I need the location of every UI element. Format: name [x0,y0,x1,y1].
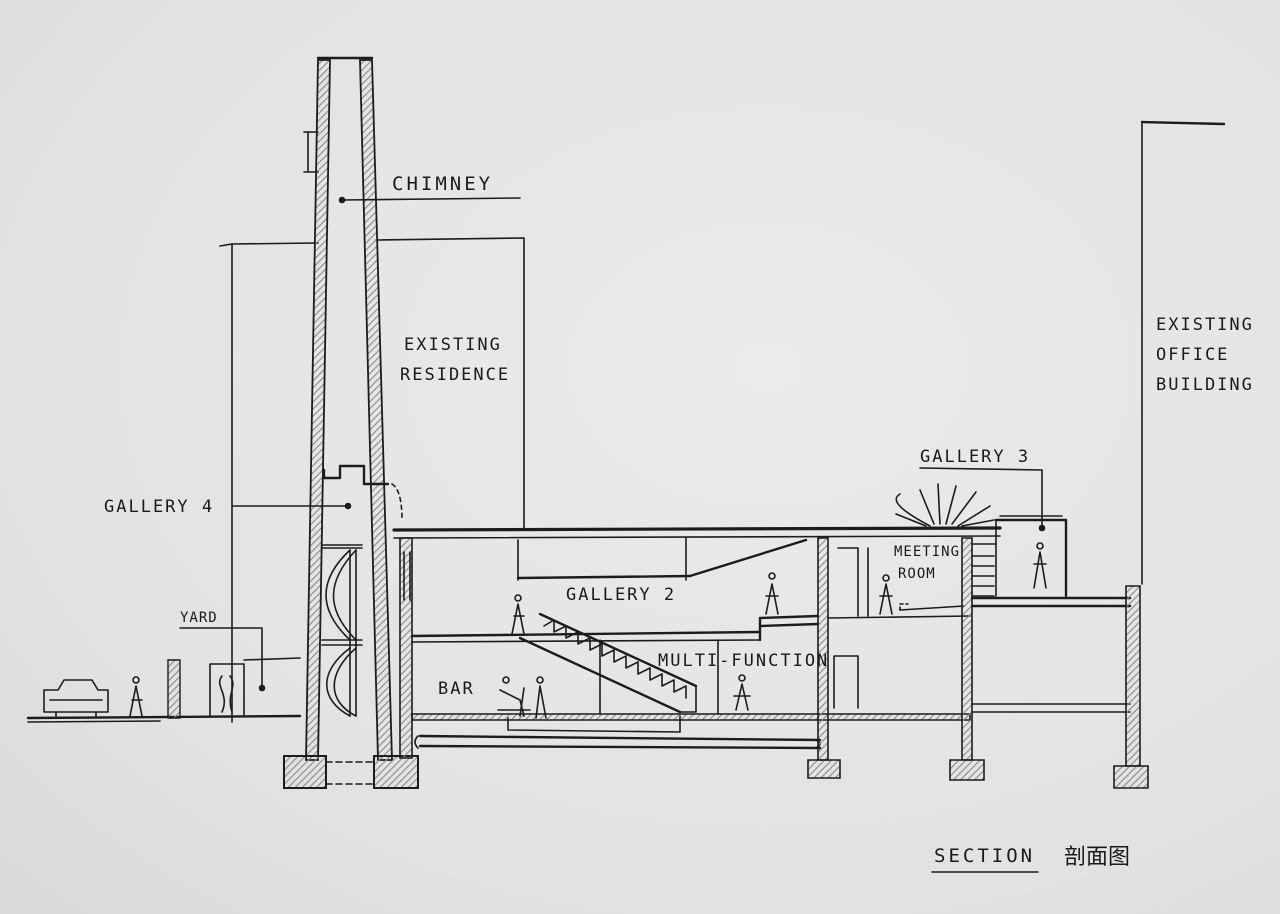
label-gallery-3: GALLERY 3 [920,447,1030,467]
label-meeting-1: MEETING [894,544,960,560]
label-yard: YARD [180,610,218,626]
label-existing-residence-2: RESIDENCE [400,365,510,385]
existing-office-outline [1113,120,1226,789]
label-existing-office-3: BUILDING [1156,375,1254,395]
label-existing-office-2: OFFICE [1156,345,1229,365]
label-multi-function: MULTI-FUNCTION [658,651,829,671]
ground-line [26,714,302,723]
leader-lines [179,196,1046,873]
label-meeting-2: ROOM [898,566,936,582]
label-bar: BAR [438,679,475,699]
main-building [392,526,1002,781]
existing-residence-outline [219,237,525,723]
label-gallery-4: GALLERY 4 [104,497,214,517]
label-existing-residence-1: EXISTING [404,335,502,355]
gallery-3-pavilion [895,483,1132,713]
label-gallery-2: GALLERY 2 [566,585,676,605]
caption-chinese: 剖面图 [1064,845,1130,870]
chimney [283,56,419,789]
people [129,542,1047,719]
caption-title: SECTION [934,845,1035,867]
label-existing-office-1: EXISTING [1156,315,1254,335]
yard-features [167,657,301,719]
label-chimney: CHIMNEY [392,173,493,195]
stair [507,612,698,733]
car-icon [43,679,109,719]
